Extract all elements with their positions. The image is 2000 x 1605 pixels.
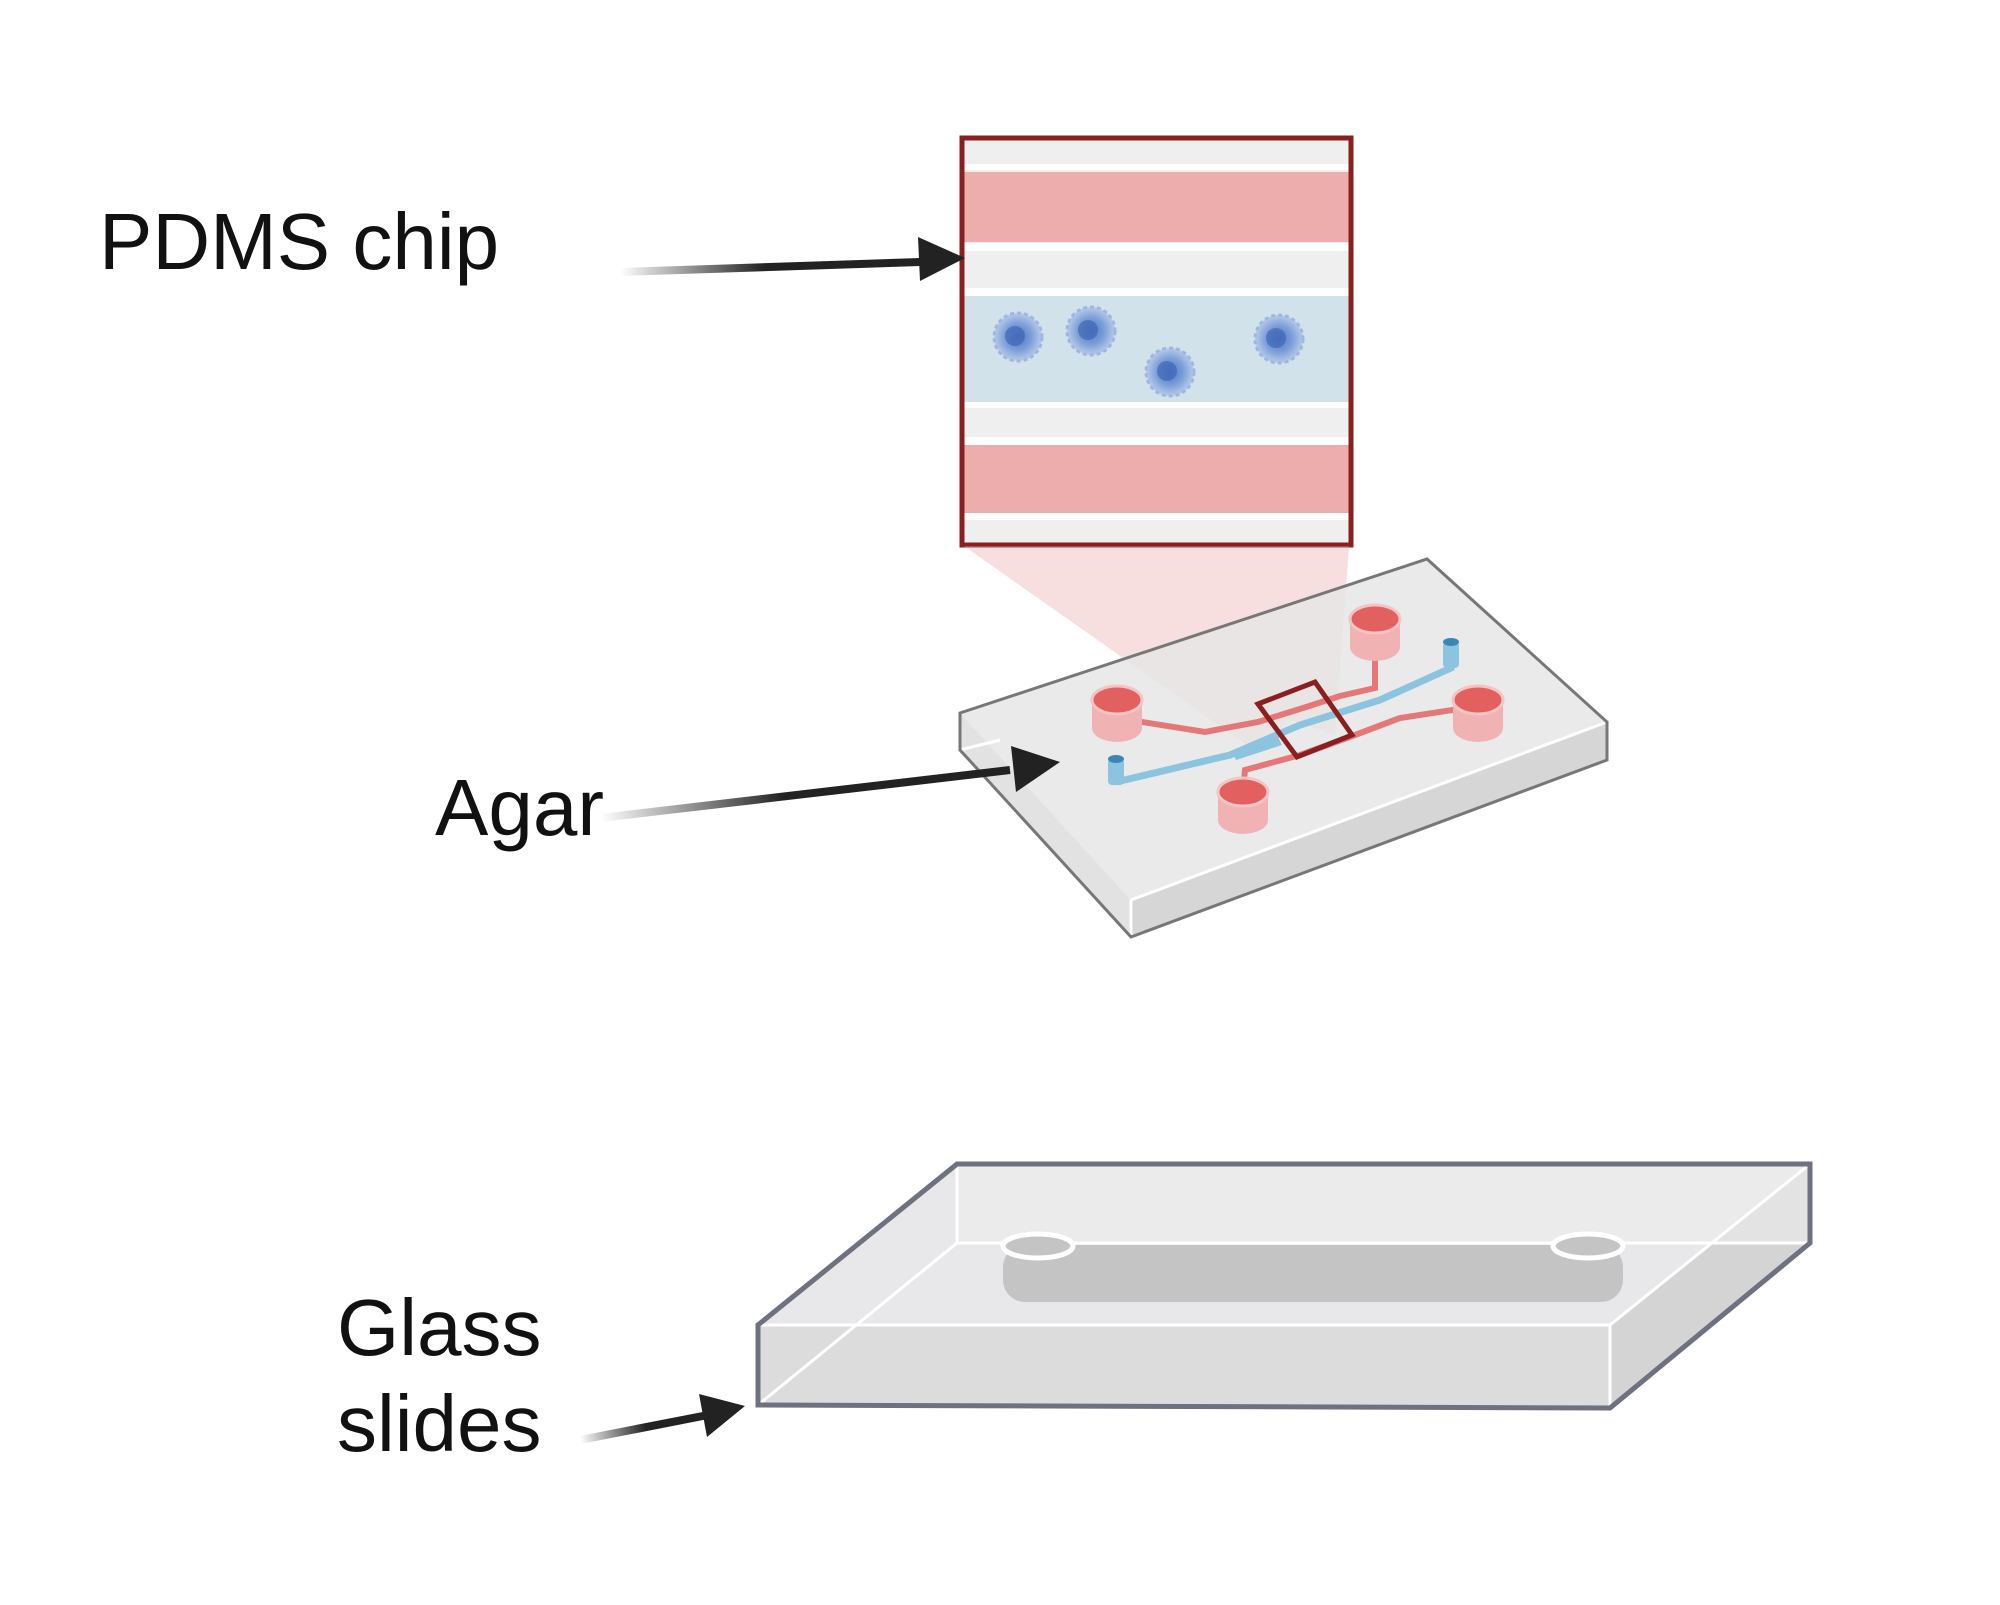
glass-slides-label-line2: slides [337, 1379, 542, 1468]
inset-red-channel-bottom [964, 445, 1349, 513]
cell [1144, 346, 1196, 398]
blue-port [1108, 755, 1124, 763]
inset-white-line [964, 164, 1349, 170]
arrow-agar [599, 746, 1060, 822]
blue-port [1108, 759, 1124, 785]
pdms-chip-label: PDMS chip [99, 197, 500, 286]
glass-outline [755, 1161, 1813, 1411]
agar-blue-channel [1108, 638, 1459, 786]
cell [1253, 313, 1305, 365]
cell [992, 311, 1044, 363]
inset-white-line [964, 402, 1349, 408]
glass-channel [1000, 1231, 1626, 1302]
reservoir [1216, 776, 1270, 834]
agar-chip [958, 557, 1609, 939]
inset-frame [959, 135, 1354, 548]
inset-red-channel-top [964, 172, 1349, 242]
cell [1065, 305, 1117, 357]
inset-white-line [964, 243, 1349, 251]
cells [992, 305, 1305, 398]
agar-inner-edge [1130, 720, 1608, 902]
agar-inner-edge [959, 738, 1001, 752]
glass-slides-label-line1: Glass [337, 1283, 542, 1372]
blue-port [1443, 642, 1459, 668]
agar-label: Agar [435, 763, 604, 852]
agar-outline [958, 557, 1609, 939]
glass-slide [755, 1161, 1813, 1411]
glass-inner-edge [1609, 1162, 1811, 1327]
arrow-glass [579, 1394, 745, 1444]
zoom-region-marker [1254, 678, 1356, 761]
reservoir [1451, 684, 1505, 742]
agar-side-face [1131, 722, 1607, 937]
arrow-pdms [619, 237, 965, 281]
reservoir [1090, 684, 1144, 742]
inset-white-line [964, 437, 1349, 445]
blue-port [1443, 638, 1459, 646]
inset-white-line [964, 288, 1349, 296]
inset-white-line [964, 513, 1349, 520]
magnified-channel-inset [959, 135, 1354, 548]
glass-front-face [758, 1325, 1610, 1408]
reservoir [1348, 603, 1402, 661]
glass-back-face [957, 1164, 1810, 1243]
